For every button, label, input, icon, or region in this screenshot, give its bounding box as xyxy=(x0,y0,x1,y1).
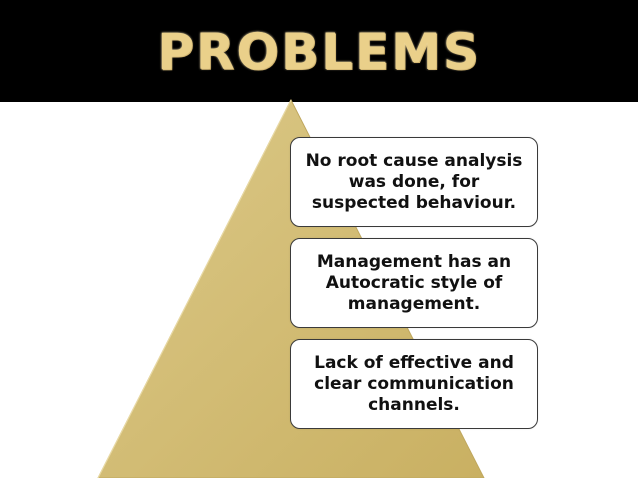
pyramid-item-1-text: No root cause analysis was done, for sus… xyxy=(305,150,523,213)
pyramid-item-3-text: Lack of effective and clear communicatio… xyxy=(314,352,514,415)
pyramid-item-3: Lack of effective and clear communicatio… xyxy=(290,339,538,429)
slide-title: PROBLEMS xyxy=(157,23,481,81)
pyramid-edge-highlight xyxy=(97,99,292,478)
header-bar: PROBLEMS xyxy=(0,0,638,102)
pyramid-item-2: Management has an Autocratic style of ma… xyxy=(290,238,538,328)
pyramid-item-2-text: Management has an Autocratic style of ma… xyxy=(316,251,512,314)
pyramid-item-1: No root cause analysis was done, for sus… xyxy=(290,137,538,227)
